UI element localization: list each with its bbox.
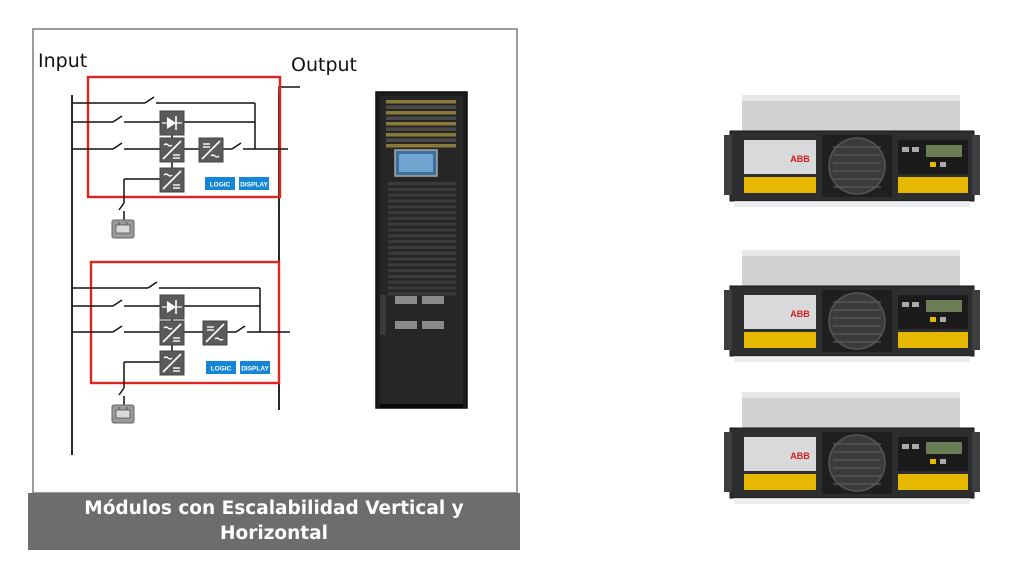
logic-label: LOGIC [210,182,231,189]
logic-tag [206,361,236,374]
battery-icon [111,404,135,424]
ups-module-2: LOGIC DISPLAY [72,260,290,424]
rack-module-2: ABB [724,250,980,362]
battery-icon [111,219,135,239]
rack-module-3: ABB [724,392,980,504]
display-tag [239,177,269,190]
abb-logo: ABB [790,309,810,319]
output-label: Output [291,54,357,76]
abb-logo: ABB [790,451,810,461]
display-label: DISPLAY [241,366,269,373]
caption-line-2: Horizontal [220,523,328,544]
display-tag [240,361,270,374]
ups-module-1: LOGIC DISPLAY [72,75,288,239]
logic-label: LOGIC [211,366,232,373]
caption-banner: Módulos con Escalabilidad Vertical y Hor… [28,493,520,550]
ups-cabinet-image [375,91,468,409]
output-lead [278,86,300,92]
module-border [86,75,282,199]
rack-module-1: ABB [724,95,980,207]
input-label: Input [38,50,88,72]
module-border [89,260,281,385]
caption-line-1: Módulos con Escalabilidad Vertical y [84,498,464,519]
abb-logo: ABB [790,154,810,164]
display-label: DISPLAY [240,182,268,189]
logic-tag [205,177,235,190]
